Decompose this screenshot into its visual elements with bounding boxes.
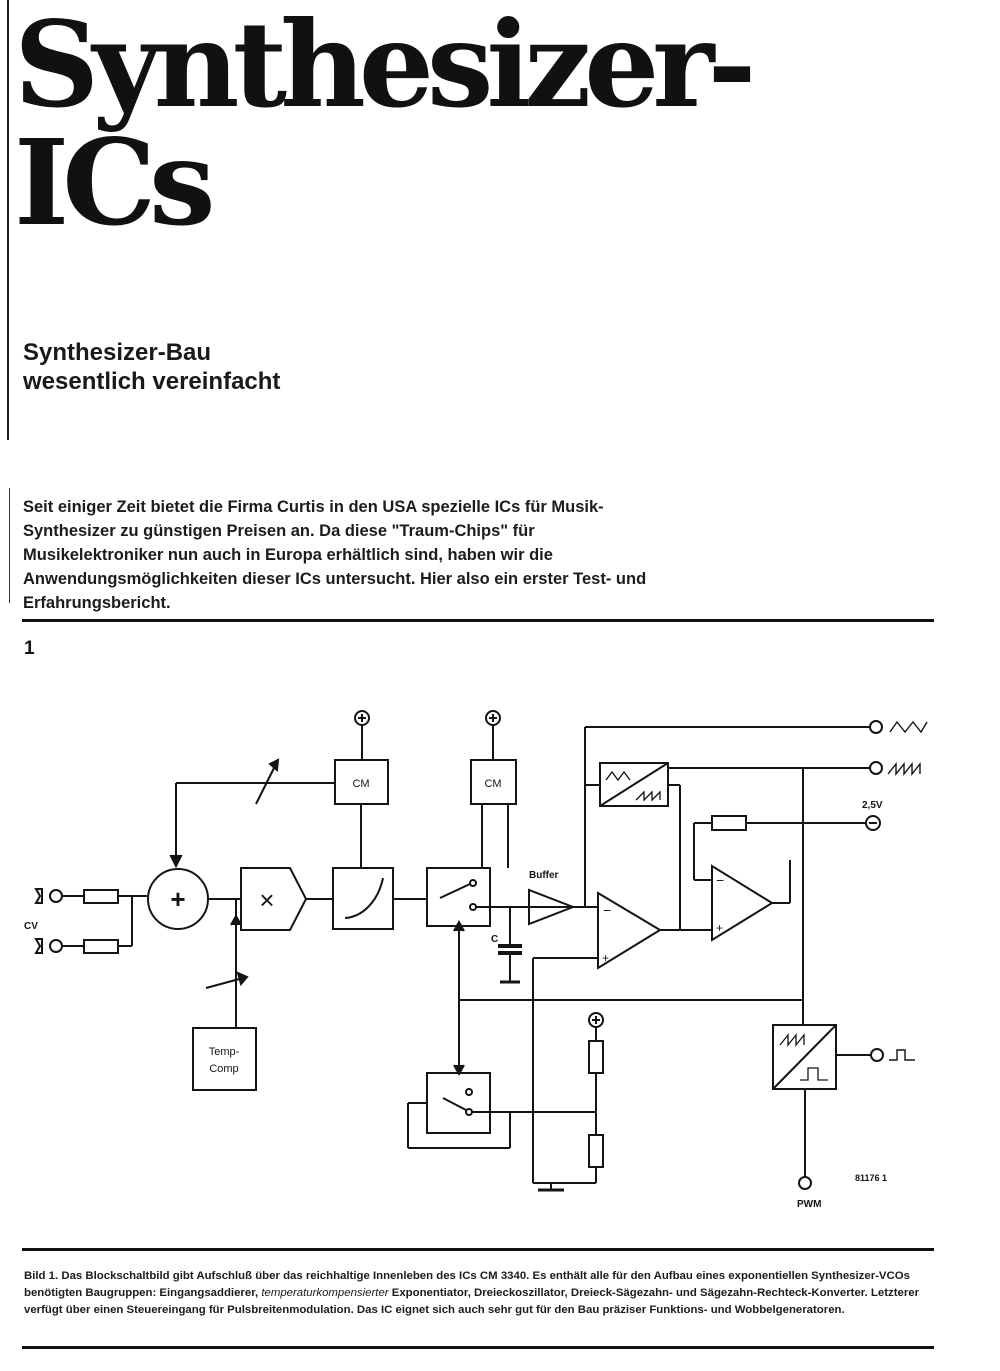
switch-block-1 <box>426 867 491 927</box>
subtitle-line-2: wesentlich vereinfacht <box>23 368 281 395</box>
left-margin-rule <box>7 0 9 440</box>
triangle-wave-icon <box>889 720 928 734</box>
caption-italic: temperaturkompensierter <box>261 1287 389 1299</box>
caption-lead: Bild 1. <box>24 1270 59 1282</box>
divider-resistor-1 <box>588 1040 604 1074</box>
cv-input-1 <box>34 888 147 904</box>
exp-curve <box>344 877 384 919</box>
title-line-1: Synthesizer- <box>14 0 756 134</box>
supply-plus-1 <box>354 710 370 726</box>
title-line-2: ICs <box>14 113 216 252</box>
subtitle-line-1: Synthesizer-Bau <box>23 339 212 366</box>
temp-comp-label-2: Comp <box>209 1063 238 1075</box>
svg-text:−: − <box>603 902 611 918</box>
caption-top-rule <box>22 1248 934 1251</box>
opamp-2 <box>711 864 774 942</box>
divider-resistor-2 <box>588 1134 604 1168</box>
output-triangle <box>869 720 883 734</box>
cv-input-2 <box>34 896 133 954</box>
cm-block-2 <box>470 759 517 805</box>
output-sawtooth <box>869 761 883 775</box>
figure-number: 1 <box>24 638 35 659</box>
sawtooth-wave-icon <box>887 762 921 776</box>
caption-text-a: Das Blockschaltbild gibt Aufschluß über … <box>24 1270 910 1299</box>
article-subtitle: Synthesizer-Bau wesentlich vereinfacht <box>23 338 280 396</box>
pulse-wave-icon <box>889 1049 915 1061</box>
temp-comp-label-1: Temp- <box>209 1046 240 1058</box>
opamp-1 <box>597 891 662 970</box>
trim-arrow-1 <box>255 763 277 805</box>
switch-block-2 <box>426 1072 491 1134</box>
svg-text:+: + <box>602 951 609 965</box>
supply-plus-2 <box>485 710 501 726</box>
page-bottom-rule <box>22 1346 934 1349</box>
figure-caption: Bild 1. Das Blockschaltbild gibt Aufschl… <box>24 1268 959 1319</box>
multiplier-symbol: × <box>259 885 274 915</box>
caption-text-b: Exponentiator, Dreieckoszillator, Dreiec… <box>24 1287 920 1316</box>
pwm-label: PWM <box>797 1199 821 1210</box>
summer-plus: + <box>170 884 185 914</box>
multiplier-block <box>240 867 308 931</box>
cm-label-1: CM <box>352 778 369 790</box>
cm-label-2: CM <box>484 778 501 790</box>
capacitor-label: C <box>491 934 498 945</box>
cv-label: CV <box>24 921 38 932</box>
intro-margin-rule <box>9 488 10 603</box>
buffer-amp <box>528 888 576 926</box>
block-diagram: CV + × CM CM C Buffer − + <box>24 710 928 1210</box>
exponentiator-block <box>332 867 394 930</box>
svg-text:+: + <box>716 921 723 935</box>
output-pulse <box>870 1048 884 1062</box>
pwm-input <box>798 1176 812 1190</box>
figure-top-rule <box>22 619 934 622</box>
temp-comp-block <box>192 1027 257 1091</box>
intro-paragraph: Seit einiger Zeit bietet die Firma Curti… <box>23 498 647 612</box>
figure-code: 81176 1 <box>855 1173 887 1183</box>
svg-text:−: − <box>716 872 724 888</box>
feedback-resistor <box>711 815 747 831</box>
voltage-label: 2,5V <box>862 800 883 811</box>
trim-arrow-2 <box>205 977 244 989</box>
buffer-label: Buffer <box>529 870 559 881</box>
